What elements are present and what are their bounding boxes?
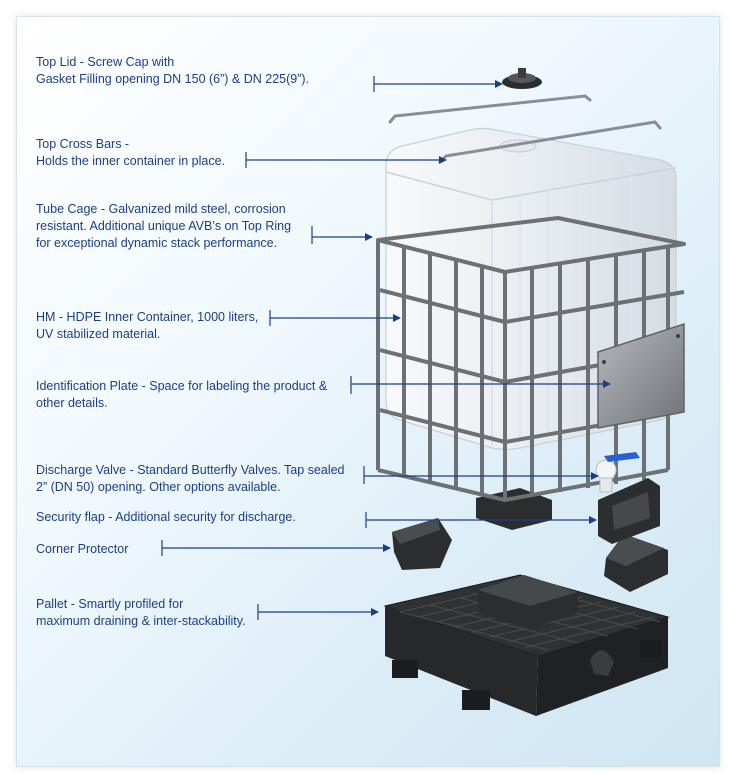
- label-corner-protector-line1: Corner Protector: [36, 542, 129, 556]
- label-discharge-valve-line1: Discharge Valve - Standard Butterfly Val…: [36, 463, 345, 477]
- label-security-flap-line1: Security flap - Additional security for …: [36, 510, 296, 524]
- label-identification-plate-line1: Identification Plate - Space for labelin…: [36, 379, 328, 393]
- label-pallet: Pallet - Smartly profiled for maximum dr…: [36, 596, 246, 630]
- label-top-cross-bars-line1: Top Cross Bars -: [36, 137, 130, 151]
- leader-top-lid: [373, 76, 502, 92]
- label-pallet-line1: Pallet - Smartly profiled for: [36, 597, 184, 611]
- label-corner-protector: Corner Protector: [36, 541, 128, 558]
- leader-pallet: [257, 604, 378, 620]
- leader-security-flap: [365, 512, 596, 528]
- leader-corner-protector: [161, 540, 390, 556]
- corner-protector-center: [478, 575, 578, 630]
- security-flap: [598, 478, 660, 544]
- label-top-lid: Top Lid - Screw Cap with Gasket Filling …: [36, 54, 309, 88]
- label-tube-cage-line1: Tube Cage - Galvanized mild steel, corro…: [36, 202, 286, 216]
- label-top-cross-bars: Top Cross Bars - Holds the inner contain…: [36, 136, 225, 170]
- corner-protector-left: [392, 518, 452, 570]
- label-tube-cage: Tube Cage - Galvanized mild steel, corro…: [36, 201, 291, 252]
- leader-inner-container: [269, 310, 400, 326]
- label-tube-cage-line3: for exceptional dynamic stack performanc…: [36, 236, 278, 250]
- label-discharge-valve: Discharge Valve - Standard Butterfly Val…: [36, 462, 345, 496]
- label-pallet-line2: maximum draining & inter-stackability.: [36, 614, 246, 628]
- label-inner-container: HM - HDPE Inner Container, 1000 liters, …: [36, 309, 258, 343]
- identification-plate: [597, 322, 685, 429]
- label-top-lid-line1: Top Lid - Screw Cap with: [36, 55, 175, 69]
- label-identification-plate-line2: other details.: [36, 396, 108, 410]
- label-top-cross-bars-line2: Holds the inner container in place.: [36, 154, 226, 168]
- label-tube-cage-line2: resistant. Additional unique AVB’s on To…: [36, 219, 292, 233]
- leader-top-cross-bars: [245, 152, 446, 168]
- screw-cap-icon: [502, 68, 542, 89]
- label-discharge-valve-line2: 2” (DN 50) opening. Other options availa…: [36, 480, 281, 494]
- corner-protector-right: [604, 534, 668, 592]
- label-top-lid-line2: Gasket Filling opening DN 150 (6”) & DN …: [36, 72, 310, 86]
- label-security-flap: Security flap - Additional security for …: [36, 509, 296, 526]
- leader-tube-cage: [311, 226, 372, 244]
- leader-lines: [161, 76, 610, 620]
- leader-identification-plate: [350, 376, 610, 394]
- label-identification-plate: Identification Plate - Space for labelin…: [36, 378, 327, 412]
- leader-discharge-valve: [363, 466, 598, 484]
- label-inner-container-line2: UV stabilized material.: [36, 327, 161, 341]
- label-inner-container-line1: HM - HDPE Inner Container, 1000 liters,: [36, 310, 259, 324]
